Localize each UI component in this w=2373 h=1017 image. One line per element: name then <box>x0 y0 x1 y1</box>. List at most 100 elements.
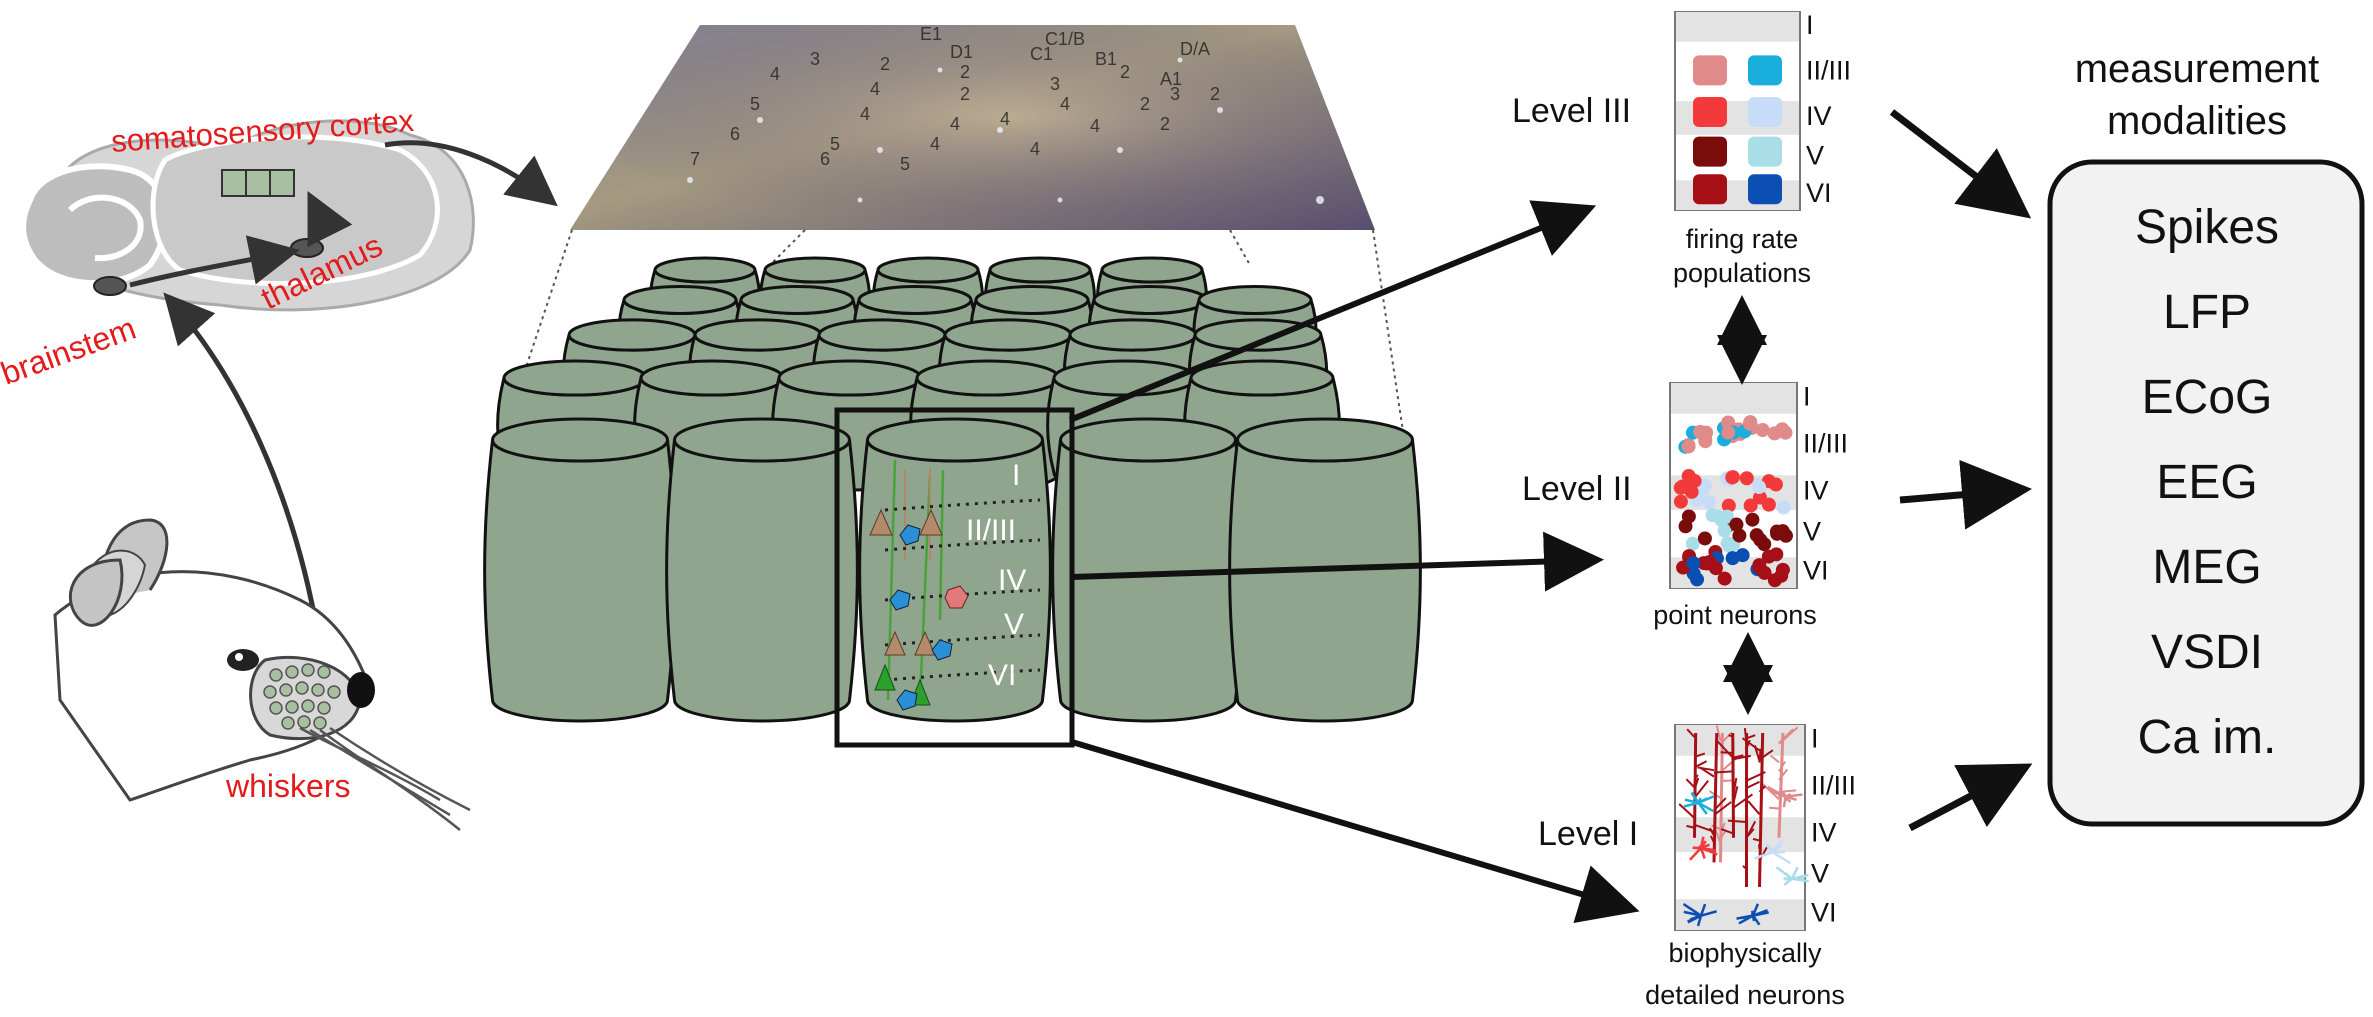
point-neuron <box>1708 561 1723 576</box>
modality-lfp: LFP <box>2163 286 2251 339</box>
point-neuron <box>1687 473 1702 488</box>
barrel-map-label: 2 <box>880 54 890 74</box>
barrel-map-label: 4 <box>870 79 880 99</box>
point-neuron <box>1770 526 1785 541</box>
barrel-map-label: 4 <box>1030 139 1040 159</box>
point-neuron <box>1685 536 1700 551</box>
modality-ecog: ECoG <box>2142 371 2273 424</box>
point-neuron <box>1769 547 1784 562</box>
barrel-map-label: E1 <box>920 24 942 44</box>
neuron-arbor <box>1791 877 1809 883</box>
panel-layer-label: V <box>1806 141 1824 171</box>
point-neuron <box>1742 416 1757 431</box>
barrel-map-label: 2 <box>1210 84 1220 104</box>
point-neuron <box>1761 497 1776 512</box>
barrel-map-label: 2 <box>1120 62 1130 82</box>
point-neuron <box>1684 484 1699 499</box>
point-neuron <box>1697 531 1712 546</box>
panel-layer-label: V <box>1811 859 1829 889</box>
neuron-arbor <box>1790 866 1799 880</box>
point-neuron <box>1725 470 1740 485</box>
neuron-arbor <box>1754 850 1773 860</box>
panel-layer-label: II/III <box>1811 771 1856 801</box>
arrow-level-ii-to-measurement <box>1899 459 2032 530</box>
brainstem-to-thalamus-arrow <box>129 235 300 288</box>
modality-ca-im: Ca im. <box>2138 711 2277 764</box>
point-neuron <box>1678 519 1693 534</box>
barrel-map-label: 5 <box>900 154 910 174</box>
point-neuron <box>1690 572 1705 587</box>
column-layer-label: IV <box>998 564 1026 597</box>
neuron-arbor <box>1699 836 1705 849</box>
level-iii-caption-line1: firing rate <box>1686 224 1799 254</box>
column-layer-label: I <box>1012 459 1020 492</box>
arrow-to-level-ii <box>1071 531 1604 592</box>
measurement-title-line1: measurement <box>2075 47 2320 91</box>
barrel-map-label: 2 <box>1140 94 1150 114</box>
neuron-arbor <box>1700 843 1710 850</box>
neuron-arbor <box>1699 903 1707 917</box>
barrel-map-label: 7 <box>690 149 700 169</box>
whisker-to-brainstem-arrow <box>163 292 323 649</box>
point-neuron <box>1717 571 1732 586</box>
modality-spikes: Spikes <box>2135 201 2279 254</box>
barrel-map-label: 5 <box>830 134 840 154</box>
level-iii-label: Level III <box>1512 92 1631 130</box>
point-neuron <box>1752 560 1767 575</box>
label-whiskers: whiskers <box>225 768 350 804</box>
point-neuron <box>1732 528 1747 543</box>
thalamus-to-cortex-arrow <box>307 191 353 247</box>
mouse-eye <box>227 649 259 671</box>
arrow-level-i-to-measurement <box>1908 763 2033 832</box>
whisker-follicles <box>263 663 341 730</box>
neuron-arbor <box>1736 914 1754 920</box>
barrel-map-label: 4 <box>860 104 870 124</box>
neuron-arbor <box>1751 914 1761 926</box>
barrel-column-r4-c0 <box>483 417 677 723</box>
dendrite-trunk <box>1731 732 1735 838</box>
barrel-map-label: 3 <box>1170 84 1180 104</box>
barrel-map-label: D/A <box>1180 39 1210 59</box>
panel-layer-label: IV <box>1803 476 1829 506</box>
barrel-column-r4-c4 <box>1228 417 1422 723</box>
point-neuron <box>1753 532 1768 547</box>
modality-eeg: EEG <box>2156 456 2257 509</box>
mouse-ear-front <box>69 558 124 627</box>
modality-meg: MEG <box>2152 541 2261 594</box>
column-layer-label: II/III <box>966 514 1016 547</box>
barrel-map-label: 3 <box>810 49 820 69</box>
barrel-map-label: C1 <box>1030 44 1053 64</box>
barrel-column-r4-c1 <box>665 417 859 723</box>
point-neuron <box>1739 471 1754 486</box>
point-neuron <box>1673 480 1688 495</box>
barrel-map-label: 6 <box>730 124 740 144</box>
panel-layer-label: II/III <box>1803 429 1848 459</box>
barrel-map-label: 2 <box>960 84 970 104</box>
barrel-map-label: A1 <box>1160 69 1182 89</box>
neuron-arbor <box>1684 798 1699 805</box>
panel-layer-label: V <box>1803 517 1821 547</box>
column-layer-label: V <box>1004 608 1024 641</box>
barrel-map-label: 4 <box>1090 116 1100 136</box>
neuron-arbor <box>1784 796 1788 802</box>
population-exc-box <box>1693 96 1727 127</box>
level-iii-caption-line2: populations <box>1673 258 1811 288</box>
point-neuron <box>1775 422 1790 437</box>
cortex-to-photo-arrow <box>384 140 558 207</box>
panel-layer-label: VI <box>1811 898 1837 928</box>
point-neuron <box>1698 434 1713 449</box>
level-i-caption-line2: detailed neurons <box>1645 980 1845 1010</box>
population-inh-box <box>1748 136 1782 167</box>
panel-layer-label: IV <box>1806 101 1832 131</box>
barrel-map-label: D1 <box>950 42 973 62</box>
cortex-barrel-icon <box>221 169 295 197</box>
barrel-map-label: C1/B <box>1045 29 1085 49</box>
barrel-columns <box>483 256 1422 723</box>
